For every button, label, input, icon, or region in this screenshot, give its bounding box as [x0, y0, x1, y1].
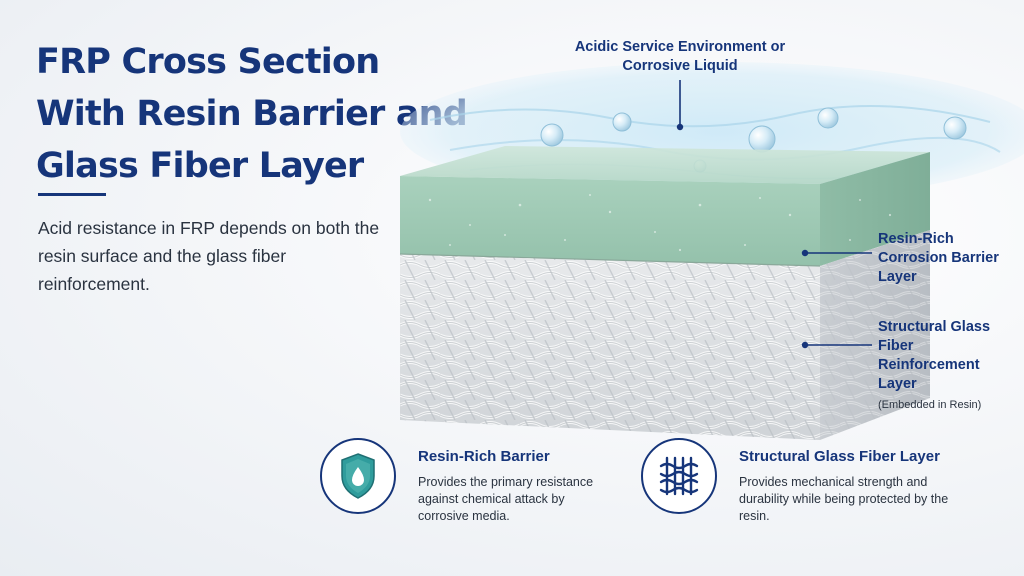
glass-fiber-weave	[400, 254, 820, 440]
resin-layer-front-face	[400, 176, 820, 266]
feature-description: Provides mechanical strength and durabil…	[739, 475, 949, 523]
glass-leader-dot	[801, 341, 809, 349]
shield-droplet-icon	[341, 453, 375, 499]
liquid-droplet	[540, 123, 564, 147]
feature-icon-badge	[320, 438, 396, 514]
title-line-3: Glass Fiber Layer	[36, 146, 364, 186]
title-line-1: FRP Cross Section	[36, 42, 380, 82]
title-divider	[38, 193, 106, 196]
resin-leader-dot	[801, 249, 809, 257]
liquid-droplet	[943, 116, 967, 140]
fiber-weave-icon	[659, 456, 699, 496]
resin-layer-top-face	[400, 146, 930, 184]
layer-interface-line	[399, 253, 821, 267]
callout-glass-layer: Structural Glass Fiber Reinforcement Lay…	[878, 318, 1018, 415]
liquid-droplet	[817, 107, 839, 129]
feature-icon-badge	[641, 438, 717, 514]
intro-text: Acid resistance in FRP depends on both t…	[38, 218, 380, 294]
callout-resin-layer: Resin-Rich Corrosion Barrier Layer	[878, 231, 999, 285]
environment-leader-dot	[676, 123, 684, 131]
callout-environment: Acidic Service Environment or Corrosive …	[574, 39, 786, 74]
feature-title: Resin-Rich Barrier	[418, 448, 550, 465]
resin-layer-side-face	[820, 152, 930, 266]
callout-glass-layer-label: Structural Glass Fiber Reinforcement Lay…	[878, 319, 991, 392]
resin-speckles	[428, 194, 892, 252]
liquid-droplet	[748, 125, 776, 153]
liquid-ripple	[429, 105, 991, 128]
liquid-droplet	[612, 112, 632, 132]
glass-fiber-side-weave	[820, 230, 930, 440]
feature-title: Structural Glass Fiber Layer	[739, 448, 940, 465]
callout-glass-note: (Embedded in Resin)	[878, 399, 982, 411]
feature-description: Provides the primary resistance against …	[418, 475, 594, 523]
title-line-2: With Resin Barrier and	[36, 94, 468, 134]
page-title: FRP Cross Section With Resin Barrier and…	[36, 36, 468, 192]
